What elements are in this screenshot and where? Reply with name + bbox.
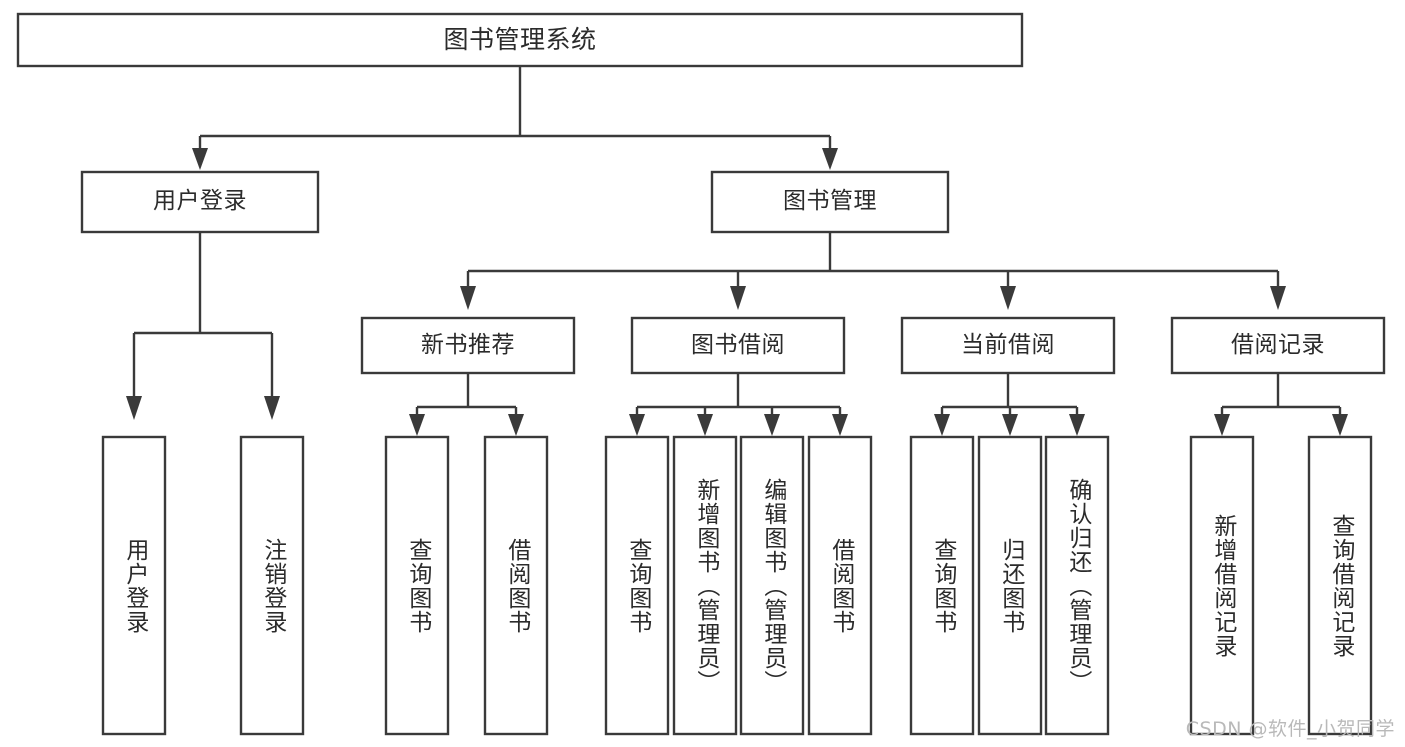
arrow-userlogin-leaf-2 <box>264 396 280 420</box>
leaf-box-book-borrow-0[interactable] <box>604 435 670 736</box>
node-book-management[interactable] <box>710 170 950 234</box>
node-box-layer <box>16 12 1386 736</box>
arrow-bookmgmt-to-record <box>1270 286 1286 310</box>
arrow-bookmgmt-to-current <box>1000 286 1016 310</box>
node-new-book-recommend[interactable] <box>360 316 576 375</box>
leaf-box-user-login-1[interactable] <box>239 435 305 736</box>
node-current-borrow[interactable] <box>900 316 1116 375</box>
arrow-borrow-leaf-2 <box>697 414 713 436</box>
node-user-login[interactable] <box>80 170 320 234</box>
node-book-borrow[interactable] <box>630 316 846 375</box>
leaf-box-book-borrow-3[interactable] <box>807 435 873 736</box>
arrow-root-to-book-mgmt <box>822 148 838 170</box>
leaf-box-borrow-record-1[interactable] <box>1307 435 1373 736</box>
arrow-userlogin-leaf-1 <box>126 396 142 420</box>
leaf-box-book-borrow-1[interactable] <box>672 435 738 736</box>
arrow-bookmgmt-to-borrow <box>730 286 746 310</box>
arrow-record-leaf-2 <box>1332 414 1348 436</box>
arrow-current-leaf-3 <box>1069 414 1085 436</box>
csdn-watermark: CSDN @软件_小贺同学 <box>1185 718 1395 740</box>
leaf-box-current-borrow-0[interactable] <box>909 435 975 736</box>
arrow-borrow-leaf-4 <box>832 414 848 436</box>
arrow-borrow-leaf-1 <box>629 414 645 436</box>
leaf-box-current-borrow-1[interactable] <box>977 435 1043 736</box>
arrow-current-leaf-1 <box>934 414 950 436</box>
node-root[interactable] <box>16 12 1024 68</box>
arrow-borrow-leaf-3 <box>764 414 780 436</box>
arrow-newbook-leaf-2 <box>508 414 524 436</box>
leaf-box-user-login-0[interactable] <box>101 435 167 736</box>
leaf-box-new-book-0[interactable] <box>384 435 450 736</box>
leaf-box-new-book-1[interactable] <box>483 435 549 736</box>
arrow-root-to-user-login <box>192 148 208 170</box>
arrow-newbook-leaf-1 <box>409 414 425 436</box>
arrow-bookmgmt-to-new-book <box>460 286 476 310</box>
node-borrow-record[interactable] <box>1170 316 1386 375</box>
arrow-record-leaf-1 <box>1214 414 1230 436</box>
leaf-box-borrow-record-0[interactable] <box>1189 435 1255 736</box>
connector-layer <box>126 66 1348 436</box>
leaf-box-current-borrow-2[interactable] <box>1044 435 1110 736</box>
leaf-box-book-borrow-2[interactable] <box>739 435 805 736</box>
arrow-current-leaf-2 <box>1002 414 1018 436</box>
